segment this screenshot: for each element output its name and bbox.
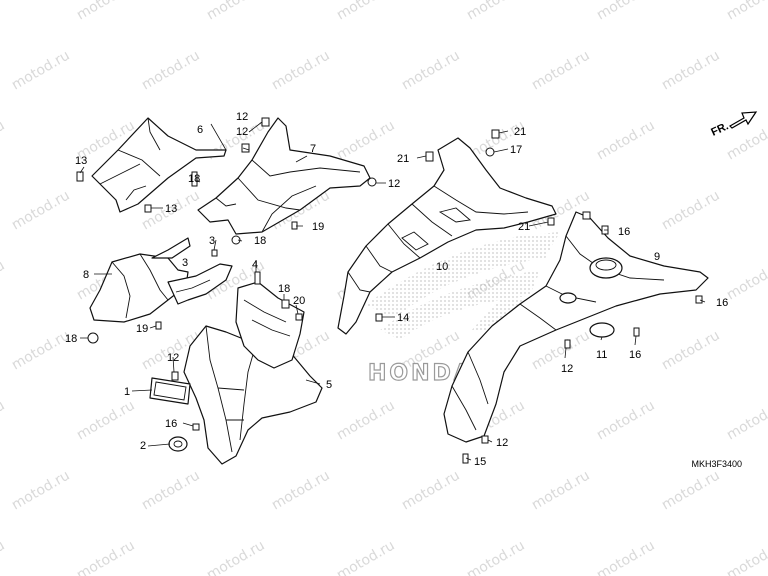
part-7-side-cover [197, 117, 371, 235]
direction-arrow-icon [729, 111, 758, 129]
callout-19a: 19 [312, 221, 324, 233]
leader-lines [79, 121, 706, 461]
direction-label: FR. [709, 120, 730, 138]
callout-10: 10 [436, 261, 448, 273]
watermark-text: motod.ru [724, 117, 768, 163]
part-2-grommet [168, 436, 188, 452]
watermark-text: motod.ru [9, 327, 73, 373]
callout-3a: 3 [209, 235, 215, 247]
fasteners [76, 117, 703, 464]
callout-16c: 16 [716, 297, 728, 309]
watermark-text: motod.ru [0, 257, 8, 303]
part-10-subframe [337, 137, 557, 335]
watermark-text: motod.ru [334, 537, 398, 576]
watermark-text: motod.ru [9, 467, 73, 513]
callout-labels: 1 2 3 3 4 5 6 7 8 9 10 11 12 12 12 12 12… [65, 111, 728, 468]
callout-16a: 16 [165, 418, 177, 430]
watermark-text: motod.ru [0, 537, 8, 576]
callout-11: 11 [596, 349, 607, 361]
watermark-text: motod.ru [594, 537, 658, 576]
callout-2: 2 [140, 440, 146, 452]
diagram-code: MKH3F3400 [691, 459, 742, 469]
callout-13b: 13 [165, 203, 177, 215]
callout-19b: 19 [136, 323, 148, 335]
watermark-text: motod.ru [529, 467, 593, 513]
callout-1: 1 [124, 386, 130, 398]
watermark-text: motod.ru [724, 257, 768, 303]
callout-12c: 12 [388, 178, 400, 190]
watermark-text: motod.ru [659, 187, 723, 233]
callout-7: 7 [310, 143, 316, 155]
part-9-under-tray [443, 211, 709, 443]
callout-21c: 21 [518, 221, 530, 233]
callout-20: 20 [293, 295, 305, 307]
watermark-text: motod.ru [724, 0, 768, 23]
watermark-text: motod.ru [594, 117, 658, 163]
watermark-text: motod.ru [594, 397, 658, 443]
callout-21b: 21 [397, 153, 409, 165]
watermark-text: motod.ru [139, 467, 203, 513]
watermark-text: motod.ru [724, 537, 768, 576]
watermark-text: motod.ru [334, 117, 398, 163]
callout-12b: 12 [236, 126, 248, 138]
callout-4: 4 [252, 259, 258, 271]
callout-6: 6 [197, 124, 203, 136]
watermark-text: motod.ru [0, 0, 8, 23]
callout-12f: 12 [496, 437, 508, 449]
callout-12a: 12 [236, 111, 248, 123]
watermark-text: motod.ru [74, 397, 138, 443]
callout-18b: 18 [254, 235, 266, 247]
watermark-text: motod.ru [594, 0, 658, 23]
watermark-text: motod.ru [529, 47, 593, 93]
watermark-text: motod.ru [204, 537, 268, 576]
watermark-text: motod.ru [659, 327, 723, 373]
callout-13a: 13 [75, 155, 87, 167]
callout-14: 14 [397, 312, 409, 324]
callout-16b: 16 [618, 226, 630, 238]
watermark-text: motod.ru [269, 467, 333, 513]
watermark-text: motod.ru [334, 397, 398, 443]
callout-12e: 12 [561, 363, 573, 375]
callout-18c: 18 [278, 283, 290, 295]
callout-18a: 18 [188, 173, 200, 185]
part-5-rear-fender [183, 281, 323, 465]
part-1-reflector [149, 377, 191, 405]
callout-17: 17 [510, 144, 522, 156]
watermark-text: motod.ru [204, 0, 268, 23]
callout-3b: 3 [182, 257, 188, 269]
watermark-text: motod.ru [0, 117, 8, 163]
watermark-text: motod.ru [464, 0, 528, 23]
watermark-text: motod.ru [399, 47, 463, 93]
watermark-text: motod.ru [74, 0, 138, 23]
callout-21a: 21 [514, 126, 526, 138]
watermark-text: motod.ru [269, 47, 333, 93]
watermark-text: motod.ru [464, 537, 528, 576]
watermark-text: motod.ru [74, 537, 138, 576]
callout-16d: 16 [629, 349, 641, 361]
callout-12d: 12 [167, 352, 179, 364]
callout-15: 15 [474, 456, 486, 468]
watermark-text: motod.ru [334, 0, 398, 23]
callout-18d: 18 [65, 333, 77, 345]
part-6-upper-cowl [91, 117, 227, 213]
callout-5: 5 [326, 379, 332, 391]
callout-8: 8 [83, 269, 89, 281]
watermark-text: motod.ru [9, 47, 73, 93]
watermark-text: motod.ru [399, 467, 463, 513]
watermark-text: motod.ru [0, 397, 8, 443]
callout-9: 9 [654, 251, 660, 263]
watermark-text: motod.ru [659, 47, 723, 93]
watermark-text: motod.ru [724, 397, 768, 443]
watermark-text: motod.ru [139, 47, 203, 93]
part-8-tail-cowl [89, 237, 233, 323]
watermark-text: motod.ru [659, 467, 723, 513]
watermark-text: motod.ru [9, 187, 73, 233]
